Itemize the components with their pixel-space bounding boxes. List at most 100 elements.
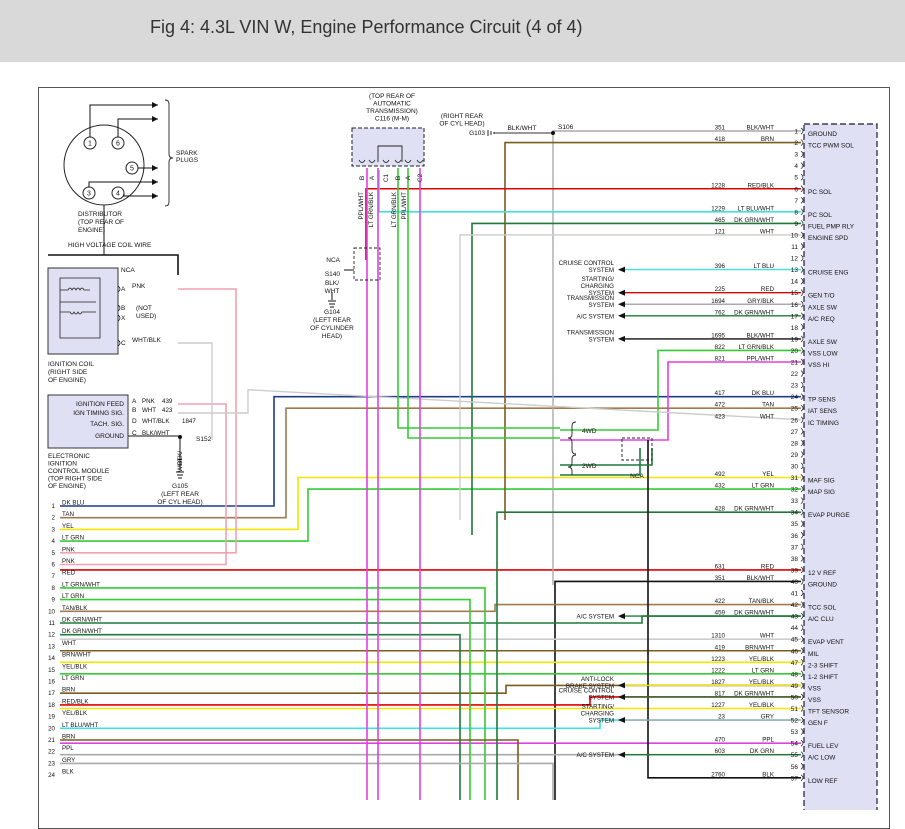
- ecm-circuit-number: 225: [715, 286, 726, 293]
- harness-wire: [60, 476, 801, 531]
- trans-pin-terminal: [404, 159, 412, 163]
- ecm-pin-function: TCC PWM SOL: [808, 143, 854, 150]
- ecm-pin-terminal: [800, 451, 804, 458]
- ecm-pin-number: 15: [791, 290, 799, 297]
- ecm-wire-label: YEL/BLK: [749, 656, 775, 663]
- ecm-circuit-number: 2760: [711, 771, 725, 778]
- ecm-pin-number: 27: [791, 429, 799, 436]
- trans-pin-letter: A: [405, 175, 412, 180]
- icm-function-label: IGNITION FEED: [76, 401, 124, 408]
- icm-ground-location: OF CYL HEAD): [157, 499, 202, 506]
- harness-pin-number: 9: [52, 597, 56, 604]
- coil-winding-icon: [59, 277, 101, 339]
- ecm-pin-terminal: [800, 335, 804, 343]
- pc-sol-wire: [365, 187, 801, 260]
- ecm-circuit-number: 472: [715, 402, 726, 409]
- g103-location: OF CYL HEAD): [439, 121, 484, 128]
- ecm-pin-number: 4: [794, 163, 798, 170]
- s140-wire-label: BLK/: [325, 280, 339, 287]
- harness-wire-label: DK GRN/WHT: [62, 617, 102, 624]
- trans-pin-letter: C1: [383, 173, 390, 182]
- ecm-wire-label: LT BLU/WHT: [738, 205, 774, 212]
- ecm-pin-terminal: [800, 658, 804, 666]
- ecm-pin-terminal: [800, 208, 804, 216]
- ecm-pin-number: 48: [791, 671, 799, 678]
- switch-wire: [560, 448, 653, 466]
- trans-pin-letter: B: [359, 176, 366, 180]
- trans-connector-caption: TRANSMISSION): [366, 108, 418, 115]
- system-label: A/C SYSTEM: [577, 313, 614, 320]
- system-arrow-icon: [618, 751, 625, 758]
- harness-pin-number: 3: [52, 526, 56, 533]
- system-label: TRANSMISSION: [567, 295, 614, 302]
- ecm-pin-terminal: [800, 139, 804, 146]
- ecm-circuit-number: 1694: [711, 298, 725, 305]
- ecm-wire-label: YEL/BLK: [749, 702, 775, 709]
- ic-timing-wire: [178, 389, 802, 421]
- ecm-pin-terminal: [800, 266, 804, 273]
- harness-wire: [60, 684, 801, 695]
- ecm-pin-number: 18: [791, 325, 799, 332]
- system-label: A/C SYSTEM: [577, 614, 614, 621]
- distributor-body: [63, 124, 145, 206]
- s140-connector: [353, 247, 381, 281]
- harness-pin-number: 5: [52, 550, 56, 557]
- trans-wire: [397, 168, 560, 429]
- ecm-pin-function: MIL: [808, 651, 819, 658]
- ecm-wire-label: DK BLU: [752, 390, 774, 397]
- ecm-pin-terminal: [800, 439, 804, 447]
- ecm-wire-label: BRN: [761, 136, 774, 143]
- ignition-coil-body: [47, 267, 119, 355]
- header-bar: Fig 4: 4.3L VIN W, Engine Performance Ci…: [0, 0, 905, 62]
- coil-nca-label: NCA: [121, 267, 135, 274]
- ecm-pin-number: 45: [791, 637, 799, 644]
- ecm-pin-number: 35: [791, 521, 799, 528]
- icm-splice-label: S152: [196, 436, 212, 443]
- distributor-terminal-number: 5: [130, 166, 134, 173]
- ecm-wire-label: WHT: [760, 413, 774, 420]
- system-arrow-icon: [618, 335, 625, 342]
- ecm-pin-function: 12 V REF: [808, 570, 836, 577]
- ecm-pin-function: EVAP PURGE: [808, 512, 850, 519]
- icm-body: [47, 394, 129, 449]
- ecm-pin-number: 32: [791, 487, 799, 494]
- harness-pin-number: 4: [52, 538, 56, 545]
- ecm-pin-number: 8: [794, 209, 798, 216]
- icm-circuit-number: 423: [162, 407, 173, 414]
- ecm-pin-terminal: [800, 762, 804, 770]
- system-label: CRUISE CONTROL: [559, 260, 615, 267]
- ecm-pin-number: 30: [791, 463, 799, 470]
- harness-wire-label: DK BLU: [62, 500, 84, 507]
- ecm-pin-number: 11: [791, 244, 798, 251]
- harness-pin-number: 8: [52, 585, 56, 592]
- harness-wire-label: LT GRN: [62, 675, 84, 682]
- icm-function-label: IGN TIMING SIG.: [73, 410, 124, 417]
- splice-dot-icon: [551, 131, 555, 135]
- ecm-pin-terminal: [800, 196, 804, 204]
- ecm-pin-number: 56: [791, 764, 799, 771]
- coil-not-used-label: (NOT: [136, 305, 152, 312]
- ecm-pin-terminal: [800, 462, 804, 470]
- harness-pin-number: 10: [48, 608, 55, 615]
- ecm-pin-function: AXLE SW: [808, 304, 838, 311]
- splice-dot-icon: [178, 435, 182, 439]
- coil-pin-terminal: [117, 314, 121, 322]
- ecm-pin-number: 6: [794, 186, 798, 193]
- ecm-pin-terminal: [800, 497, 804, 504]
- s140-splice-label: S140: [325, 271, 341, 278]
- ecm-wire-label: TAN/BLK: [749, 598, 775, 605]
- ecm-wire-label: YEL/BLK: [749, 679, 775, 686]
- ecm-circuit-number: 396: [715, 263, 726, 270]
- system-arrow-icon: [618, 682, 625, 689]
- trans-pin-terminal: [368, 159, 376, 163]
- coil-pin-letter: C: [121, 340, 126, 347]
- ecm-pin-terminal: [800, 243, 804, 250]
- coil-pin-letter: B: [121, 305, 125, 312]
- coil-wire-label: PNK: [132, 283, 146, 290]
- icm-pin-letter: A: [132, 398, 137, 405]
- ecm-pin-terminal: [800, 531, 804, 539]
- harness-wire: [60, 603, 801, 613]
- spark-lead: [89, 104, 158, 137]
- distributor-terminal-number: 3: [87, 191, 91, 198]
- ecm-pin-number: 14: [791, 279, 799, 286]
